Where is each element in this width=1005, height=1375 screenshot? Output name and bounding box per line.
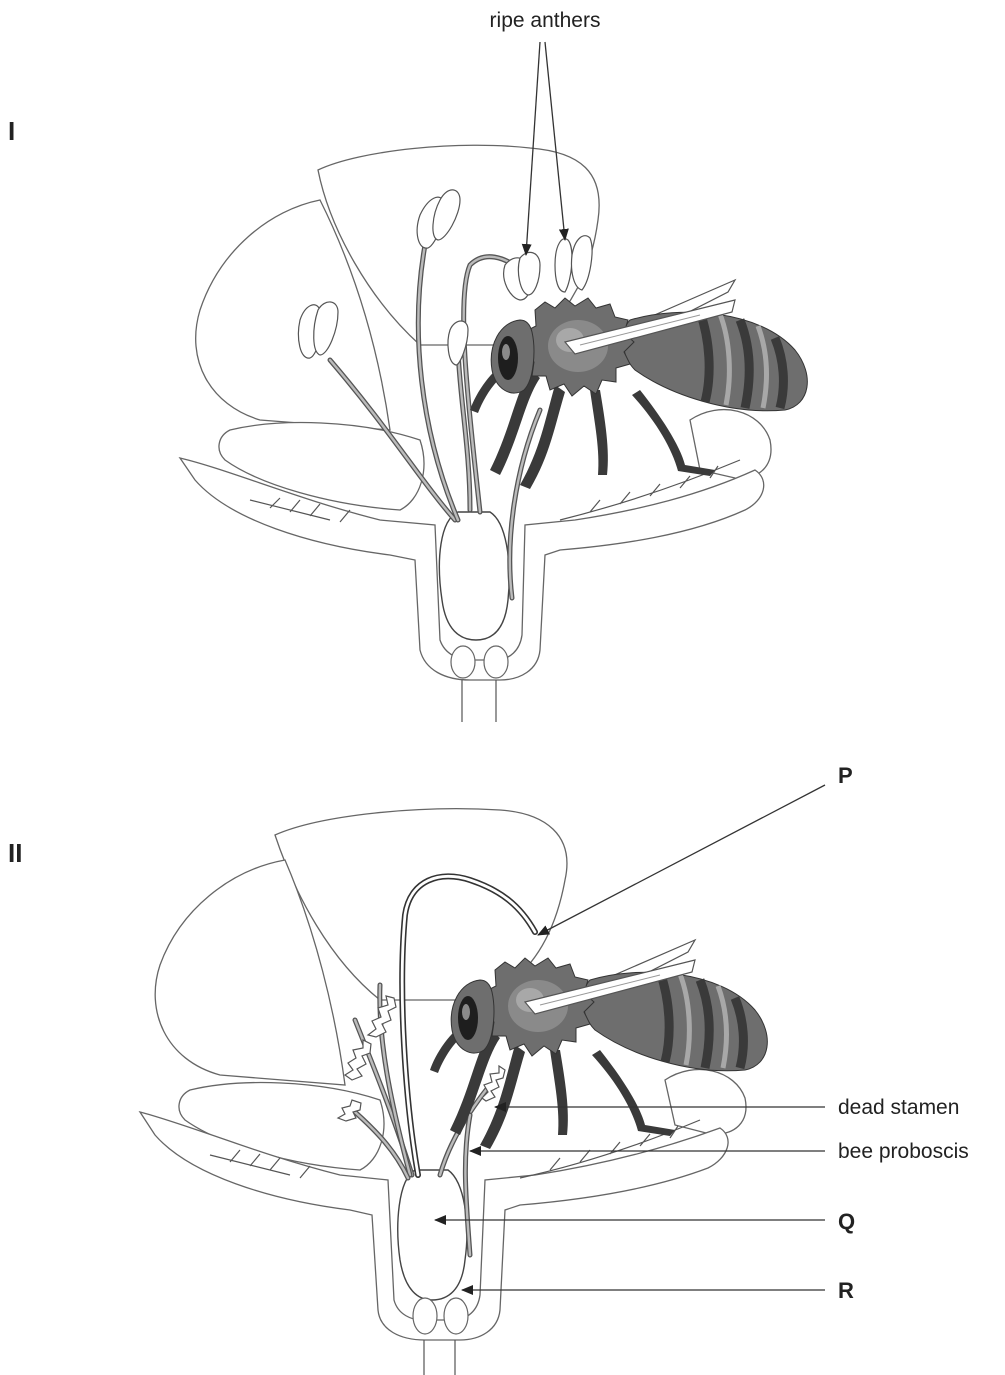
- panel-2: II: [8, 763, 969, 1375]
- label-P: P: [838, 763, 853, 788]
- label-Q: Q: [838, 1209, 855, 1234]
- label-R: R: [838, 1278, 854, 1303]
- panel-1: I: [8, 9, 807, 722]
- flower-1: [180, 145, 771, 722]
- arrow-P: [538, 785, 825, 935]
- label-dead-stamen: dead stamen: [838, 1096, 959, 1119]
- panel-1-roman-label: I: [8, 116, 15, 146]
- panel-2-roman-label: II: [8, 838, 22, 868]
- ripe-anthers-label: ripe anthers: [490, 9, 601, 32]
- label-bee-proboscis: bee proboscis: [838, 1140, 969, 1163]
